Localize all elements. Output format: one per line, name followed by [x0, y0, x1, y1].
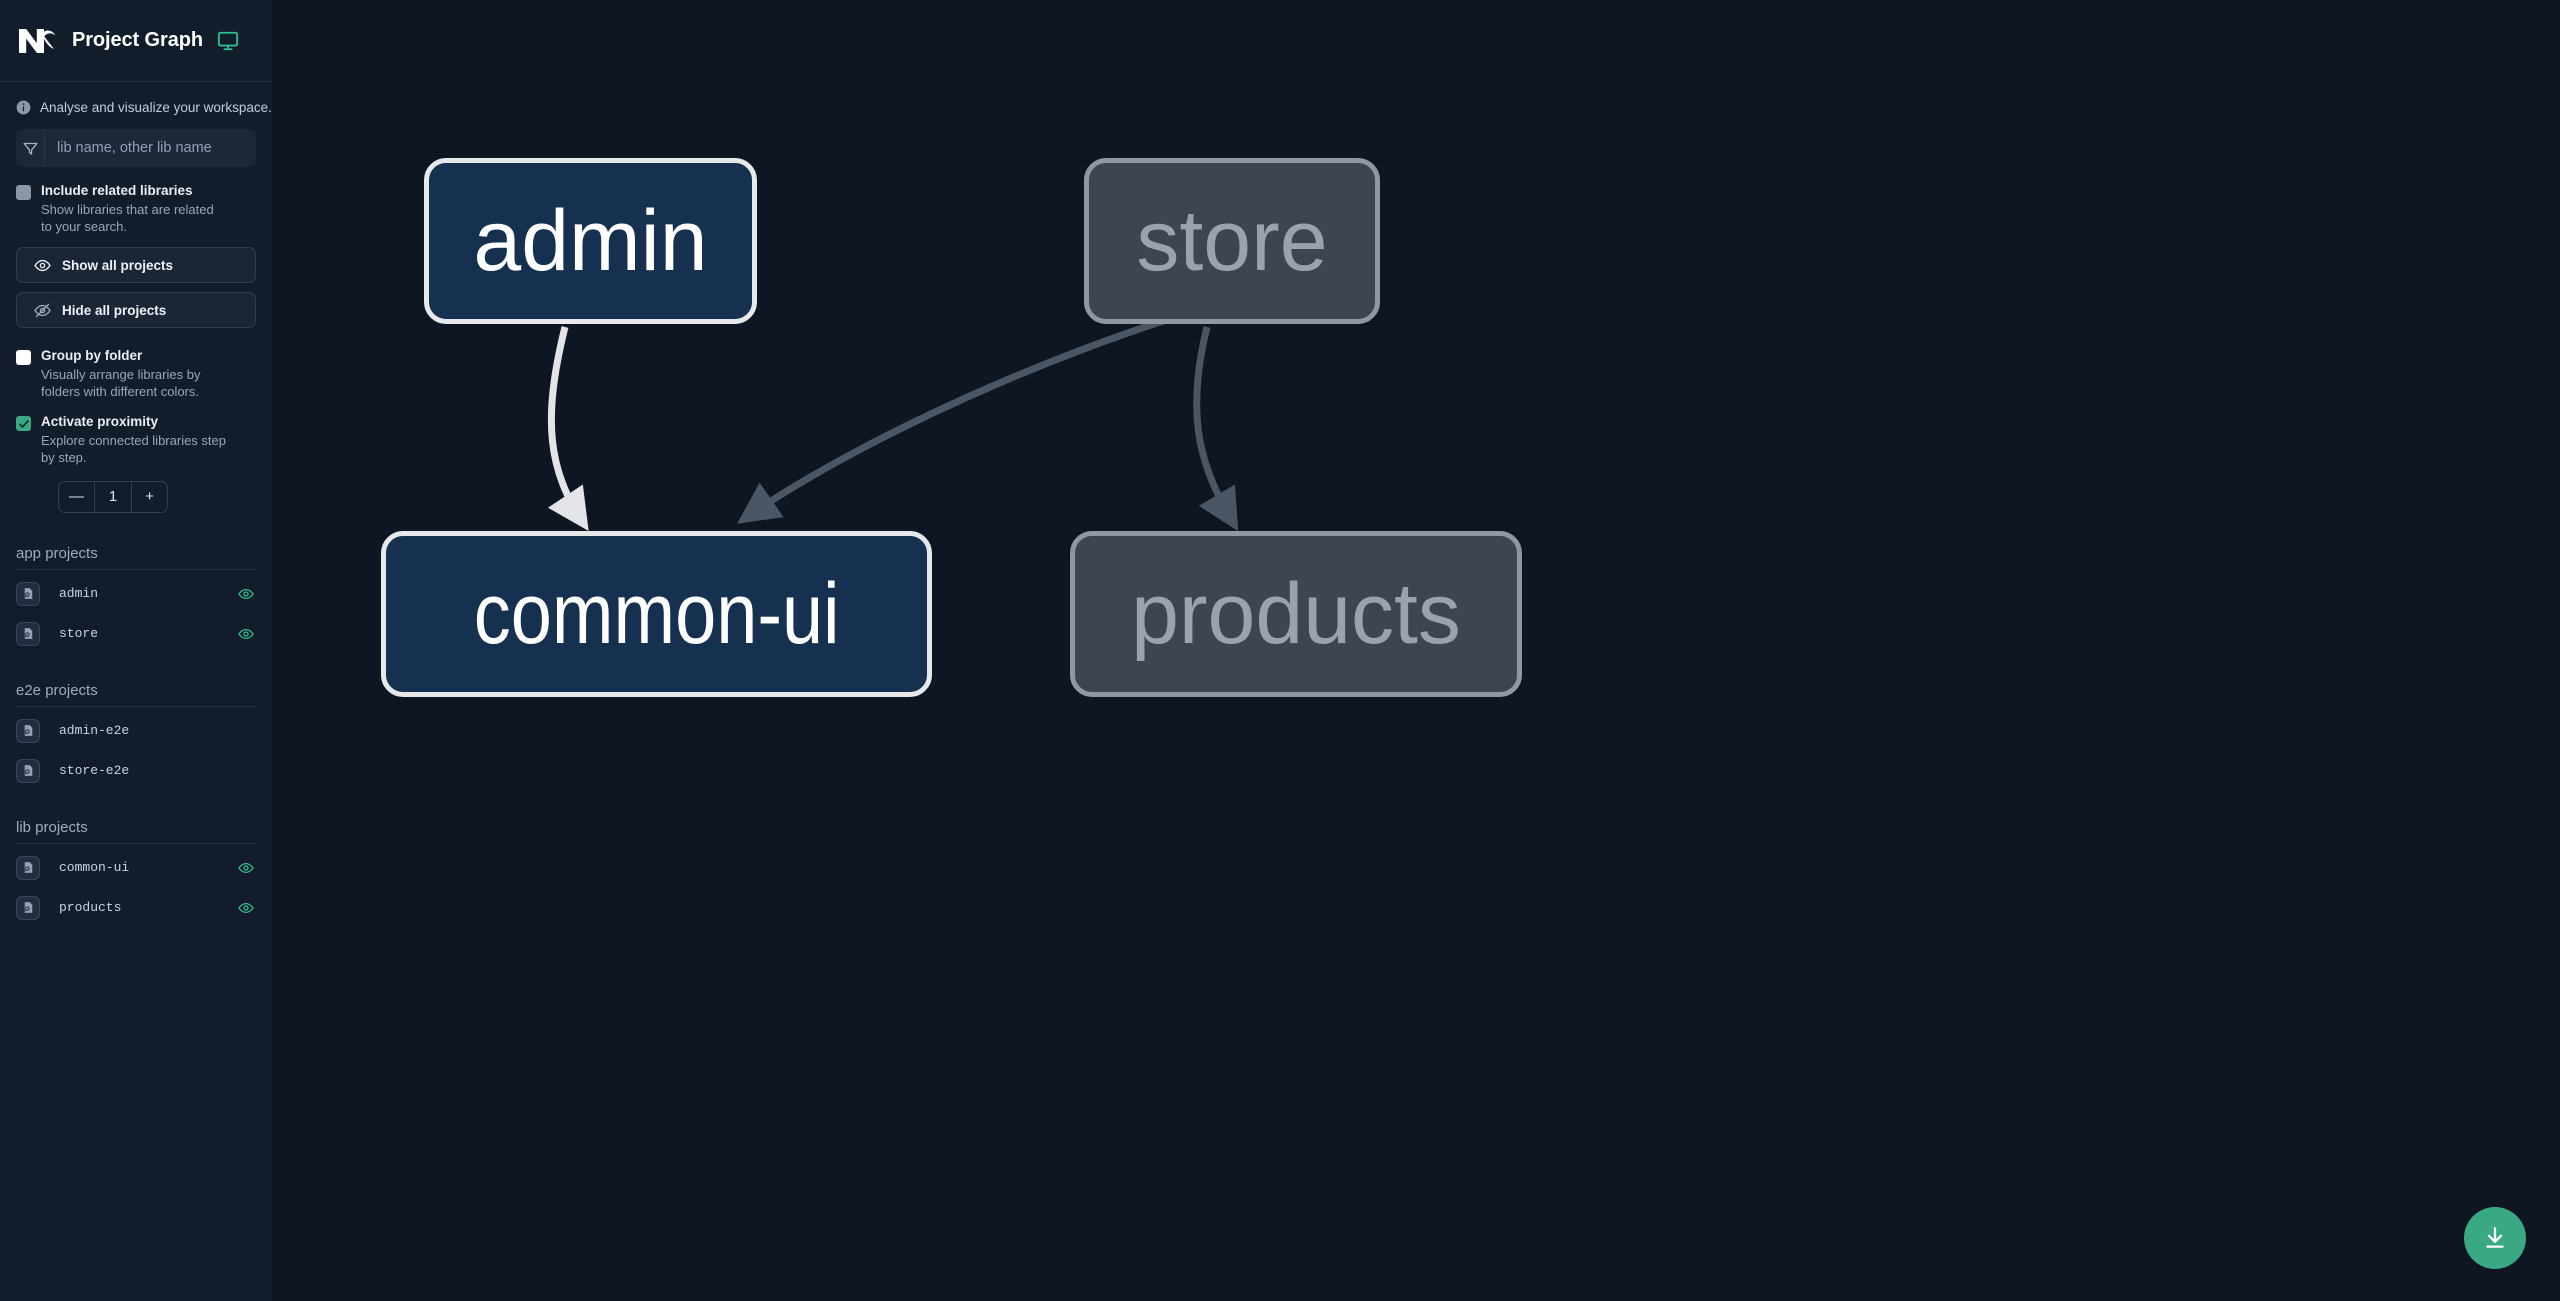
graph-node-admin[interactable]: admin: [424, 158, 757, 324]
project-visibility-toggle-common-ui[interactable]: [238, 860, 254, 876]
project-file-icon: [16, 758, 40, 783]
funnel-icon: [22, 140, 39, 157]
edge-store-to-common-ui: [737, 286, 1273, 524]
project-row-store[interactable]: store: [16, 618, 256, 650]
project-file-icon: [16, 895, 40, 920]
edge-store-to-products: [1193, 326, 1239, 532]
project-file-icon: [16, 718, 40, 743]
nx-logo: [16, 21, 58, 61]
show-all-projects-label: Show all projects: [62, 257, 174, 273]
graph-node-label-admin: admin: [473, 193, 708, 289]
monitor-icon[interactable]: [217, 30, 239, 52]
project-name-common-ui: common-ui: [59, 860, 130, 876]
project-visibility-toggle-products[interactable]: [238, 900, 254, 916]
activate-proximity-label: Activate proximity: [41, 414, 159, 430]
option-text-block: Include related libraries Show libraries…: [41, 183, 227, 235]
project-row-store-e2e[interactable]: store-e2e: [16, 755, 256, 787]
activate-proximity-checkbox[interactable]: [16, 416, 31, 432]
include-related-libraries-checkbox[interactable]: [16, 185, 31, 200]
search-section: [0, 129, 272, 167]
search-input[interactable]: [45, 129, 256, 167]
proximity-value: 1: [93, 481, 133, 512]
project-name-store: store: [59, 626, 99, 642]
hide-all-projects-button[interactable]: Hide all projects: [16, 292, 256, 329]
info-icon: [16, 100, 31, 115]
sidebar: Project Graph Analy: [0, 0, 272, 1301]
project-row-admin-e2e[interactable]: admin-e2e: [16, 715, 256, 747]
project-visibility-toggle-store[interactable]: [238, 626, 254, 642]
sidebar-scroll-content: Project Graph Analy: [0, 0, 272, 1301]
project-row-products[interactable]: products: [16, 892, 256, 924]
hide-all-projects-label: Hide all projects: [62, 302, 167, 318]
proximity-stepper[interactable]: — 1 +: [58, 480, 168, 513]
proximity-increment-button[interactable]: +: [145, 488, 154, 506]
group-title-lib-projects: lib projects: [16, 819, 256, 844]
include-related-libraries-description: Show libraries that are related to your …: [41, 201, 214, 235]
funnel-icon-cell: [16, 129, 45, 167]
activate-proximity-description: Explore connected libraries step by step…: [41, 433, 226, 466]
include-related-libraries-label: Include related libraries: [41, 183, 193, 198]
graph-node-label-store: store: [1136, 193, 1328, 289]
project-row-admin[interactable]: admin: [16, 578, 256, 610]
tagline: Analyse and visualize your workspace.: [0, 82, 272, 129]
group-title-e2e-projects: e2e projects: [16, 682, 256, 707]
group-by-folder-label: Group by folder: [41, 348, 143, 364]
project-file-icon: [16, 581, 40, 606]
eye-icon: [34, 257, 51, 274]
eye-off-icon: [34, 302, 51, 319]
project-name-admin: admin: [59, 586, 99, 602]
option-group-by-folder[interactable]: Group by folder Visually arrange librari…: [0, 328, 272, 400]
search-box[interactable]: [16, 129, 256, 167]
download-button[interactable]: [2464, 1207, 2526, 1269]
visibility-buttons: Show all projects Hide all projects: [0, 235, 272, 329]
app-title: Project Graph: [72, 29, 203, 51]
project-name-store-e2e: store-e2e: [59, 763, 130, 779]
edge-admin-to-common-ui: [547, 326, 589, 531]
project-row-common-ui[interactable]: common-ui: [16, 852, 256, 884]
group-by-folder-checkbox[interactable]: [16, 350, 31, 366]
option-include-related-libraries[interactable]: Include related libraries Show libraries…: [0, 167, 272, 235]
graph-node-products[interactable]: products: [1070, 531, 1522, 697]
option-text-block: Activate proximity Explore connected lib…: [41, 414, 227, 466]
project-file-icon: [16, 621, 40, 646]
sidebar-header: Project Graph: [0, 0, 272, 82]
project-file-icon: [16, 855, 40, 880]
graph-node-label-common-ui: common-ui: [473, 566, 840, 662]
graph-node-common-ui[interactable]: common-ui: [381, 531, 932, 697]
project-groups: app projects admin: [0, 545, 272, 924]
graph-node-label-products: products: [1131, 566, 1461, 662]
option-activate-proximity[interactable]: Activate proximity Explore connected lib…: [0, 400, 272, 466]
graph-node-store[interactable]: store: [1084, 158, 1380, 324]
download-icon: [2482, 1225, 2508, 1251]
show-all-projects-button[interactable]: Show all projects: [16, 247, 256, 284]
proximity-decrement-button[interactable]: —: [68, 488, 84, 506]
group-by-folder-description: Visually arrange libraries by folders wi…: [41, 367, 201, 400]
project-visibility-toggle-admin[interactable]: [238, 586, 254, 602]
project-name-products: products: [59, 900, 122, 916]
option-text-block: Group by folder Visually arrange librari…: [41, 348, 227, 400]
tagline-text: Analyse and visualize your workspace.: [40, 100, 272, 115]
group-title-app-projects: app projects: [16, 545, 256, 570]
project-name-admin-e2e: admin-e2e: [59, 723, 130, 739]
graph-canvas[interactable]: admin store common-ui products: [272, 0, 2560, 1301]
